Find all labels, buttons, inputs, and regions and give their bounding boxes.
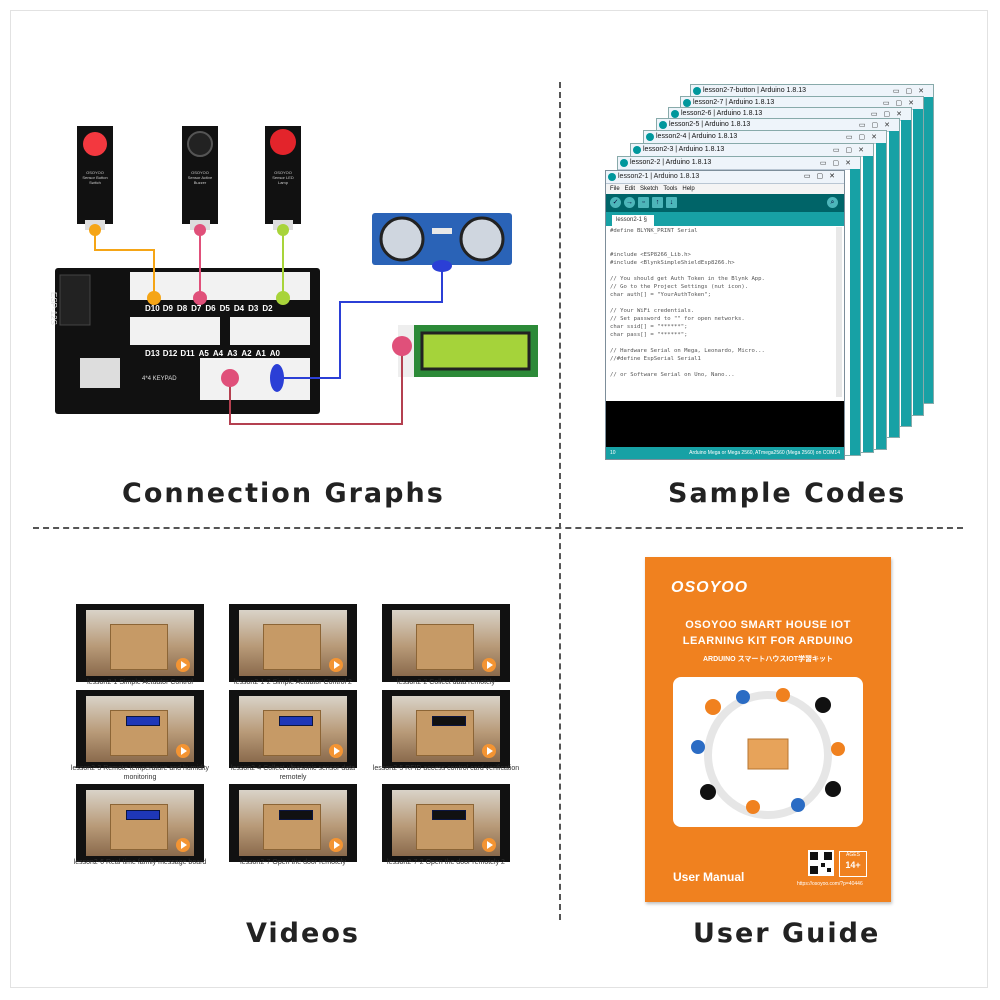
brand-logo: OSOYOO (671, 579, 749, 596)
module-label-button: OSOYOO Sensor Button Switch (82, 170, 108, 185)
menu-tools[interactable]: Tools (663, 186, 678, 192)
play-icon[interactable] (329, 744, 343, 758)
status-bar: 10 Arduino Mega or Mega 2560, ATmega2560… (606, 447, 844, 459)
window-controls[interactable]: ▭▢✕ (892, 88, 930, 95)
tab-sketch[interactable]: lesson2-1 § (612, 215, 654, 226)
video-thumbnail[interactable] (382, 690, 510, 768)
open-icon[interactable]: ↑ (652, 197, 663, 208)
play-icon[interactable] (482, 744, 496, 758)
shield-board (55, 268, 320, 414)
window-controls[interactable]: ▭▢✕ (832, 147, 870, 154)
vertical-divider (559, 82, 561, 920)
menu-sketch[interactable]: Sketch (640, 186, 659, 192)
save-icon[interactable]: ↓ (666, 197, 677, 208)
code-editor[interactable]: #define BLYNK_PRINT Serial #include <ESP… (610, 228, 765, 378)
video-caption: lesson2-1 Simple Actuator Control (87, 679, 193, 686)
qr-code (808, 850, 834, 876)
arduino-icon (693, 87, 701, 95)
arduino-icon (620, 159, 628, 167)
caption-user-guide: User Guide (693, 918, 881, 949)
status-board: Arduino Mega or Mega 2560, ATmega2560 (M… (689, 450, 840, 456)
arduino-icon (608, 173, 616, 181)
video-caption: lesson2-4 Collect ultrasonic sensor data… (230, 765, 356, 781)
manual-url: https://osoyoo.com/?p=40446 (797, 881, 863, 887)
menu-help[interactable]: Help (682, 186, 695, 192)
connection-diagram-svg (55, 126, 538, 425)
menu-file[interactable]: File (610, 186, 620, 192)
video-thumbnail[interactable] (382, 784, 510, 862)
tab-row: lesson2-1 § (606, 212, 844, 226)
video-thumbnail[interactable] (229, 690, 357, 768)
caption-videos: Videos (246, 918, 360, 949)
user-manual-cover: OSOYOO OSOYOO SMART HOUSE IOT LEARNING K… (645, 557, 891, 902)
menu-bar: File Edit Sketch Tools Help (606, 184, 844, 194)
window-controls[interactable]: ▭▢✕ (803, 173, 841, 180)
upload-icon[interactable]: → (624, 197, 635, 208)
video-thumbnail[interactable] (76, 604, 204, 682)
window-controls[interactable]: ▭▢✕ (845, 134, 883, 141)
video-caption: lesson2-1-2 Simple Actuator Control 2 (234, 679, 352, 686)
arduino-main-window[interactable]: lesson2-1 | Arduino 1.8.13▭▢✕ File Edit Sk… (605, 170, 845, 460)
video-thumbnail[interactable] (229, 604, 357, 682)
manual-title-line1: OSOYOO SMART HOUSE IOT (685, 619, 851, 631)
video-thumbnail[interactable] (76, 690, 204, 768)
play-icon[interactable] (176, 744, 190, 758)
play-icon[interactable] (176, 838, 190, 852)
module-label-buzzer: OSOYOO Sensor Active Buzzer (187, 170, 213, 185)
video-thumbnail[interactable] (76, 784, 204, 862)
video-caption: lesson2-5 RFID access control card verif… (372, 765, 520, 772)
video-caption: lesson2-3 Remote temperature and humidit… (70, 765, 210, 781)
caption-connection-graphs: Connection Graphs (122, 478, 445, 509)
window-controls[interactable]: ▭▢✕ (882, 100, 920, 107)
arduino-icon (671, 110, 679, 118)
video-thumbnail[interactable] (229, 784, 357, 862)
manual-title-line2: LEARNING KIT FOR ARDUINO (682, 635, 854, 647)
video-caption: lesson2-6 Real-time family message board (73, 859, 207, 866)
video-caption: lesson2-2 Collect data remotely (396, 679, 496, 686)
serial-monitor-icon[interactable]: ⌕ (827, 197, 838, 208)
editor-scrollbar[interactable] (836, 227, 842, 397)
new-icon[interactable]: ▫ (638, 197, 649, 208)
page-frame (10, 10, 988, 988)
keypad-label: 4*4 KEYPAD (142, 376, 177, 382)
esp-label: ESP-12S (49, 292, 58, 325)
arduino-icon (646, 133, 654, 141)
caption-sample-codes: Sample Codes (668, 478, 907, 509)
video-caption: lesson2-7 Open the door remotely (240, 859, 346, 866)
verify-icon[interactable]: ✓ (610, 197, 621, 208)
play-icon[interactable] (329, 838, 343, 852)
horizontal-divider (33, 527, 963, 529)
arduino-icon (659, 121, 667, 129)
play-icon[interactable] (482, 838, 496, 852)
lcd-module (398, 325, 538, 377)
console-output (606, 401, 844, 447)
ultrasonic-sensor (372, 213, 512, 265)
components-illustration (673, 677, 863, 827)
video-thumbnail[interactable] (382, 604, 510, 682)
play-icon[interactable] (176, 658, 190, 672)
menu-edit[interactable]: Edit (624, 186, 636, 192)
user-manual-label: User Manual (673, 870, 745, 884)
window-controls[interactable]: ▭▢✕ (858, 122, 896, 129)
status-line-number: 10 (610, 450, 616, 456)
video-caption: lesson2-7-2 Open the door remotely 2 (387, 859, 505, 866)
iot-diagram-svg (691, 688, 845, 819)
module-label-led: OSOYOO Sensor LED Lamp (272, 170, 294, 185)
play-icon[interactable] (482, 658, 496, 672)
manual-subtitle: ARDUINO スマートハウスIOT学習キット (702, 656, 834, 663)
toolbar: ✓ → ▫ ↑ ↓ ⌕ (606, 194, 844, 212)
play-icon[interactable] (329, 658, 343, 672)
window-titlebar: lesson2-1 | Arduino 1.8.13▭▢✕ (606, 171, 844, 184)
arduino-icon (683, 99, 691, 107)
window-controls[interactable]: ▭▢✕ (819, 160, 857, 167)
window-controls[interactable]: ▭▢✕ (870, 111, 908, 118)
arduino-icon (633, 146, 641, 154)
